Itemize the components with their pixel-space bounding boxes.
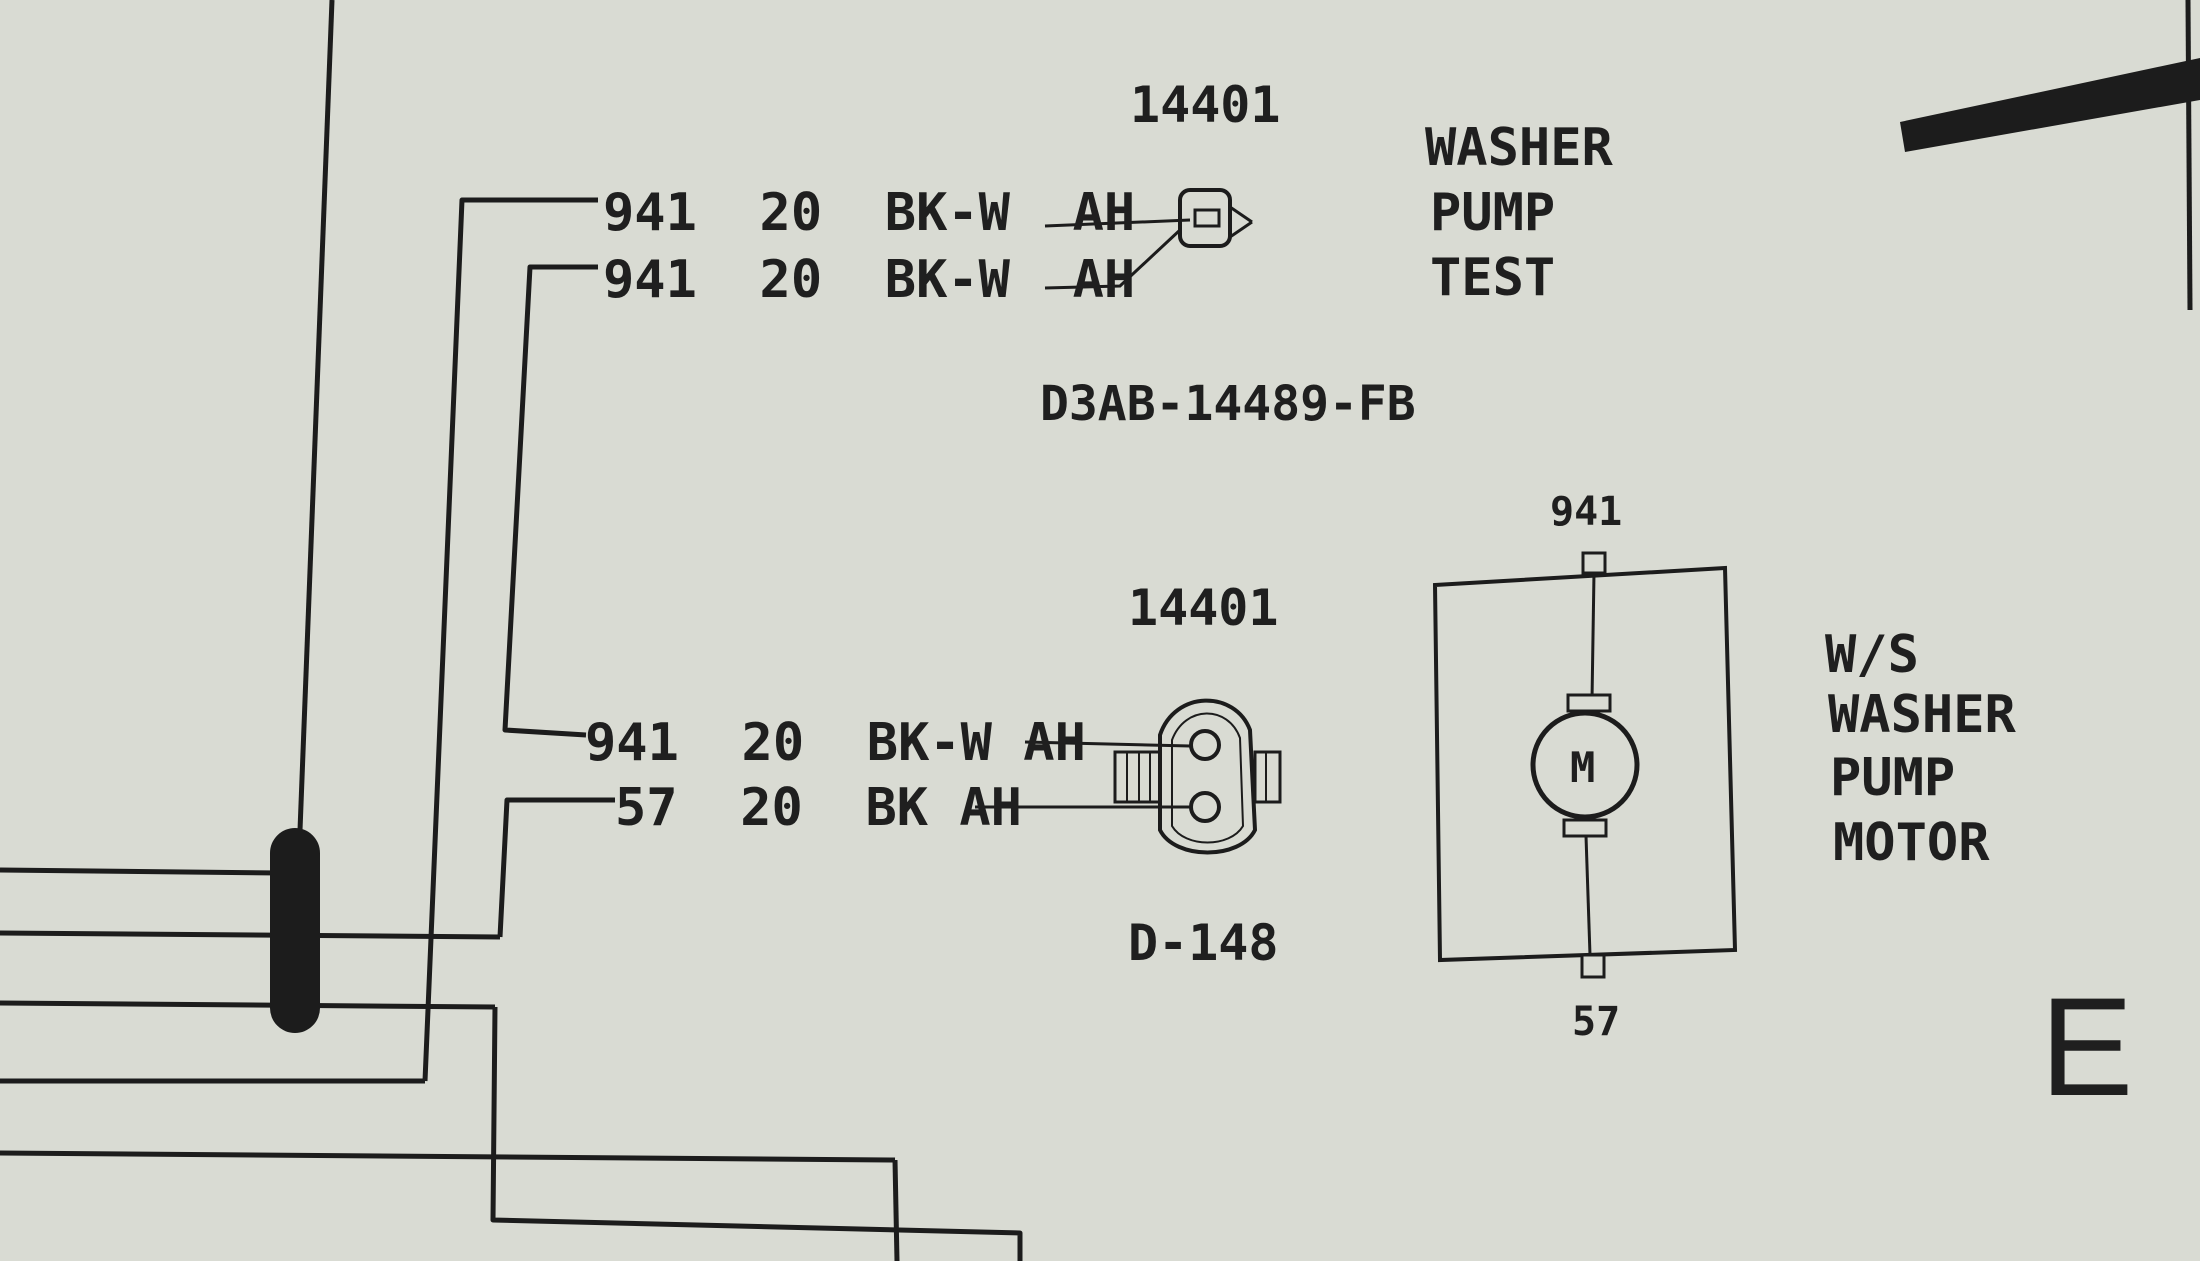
motor-title-line-1: W/S (1825, 625, 1919, 685)
wire-lower-route (490, 1006, 1023, 1261)
motor-symbol-label: M (1570, 743, 1595, 792)
lower-wire-2-label: 57 20 BK AH (615, 778, 1022, 838)
harness-wire-5 (0, 1150, 896, 1163)
upper-wire-1-label: 941 20 BK-W AH (603, 183, 1135, 243)
wire-57 (497, 797, 615, 938)
border-line-right (2185, 0, 2193, 311)
upper-title-line-3: TEST (1430, 248, 1555, 308)
lower-connector-code: D-148 (1128, 914, 1279, 972)
wire-lower-route-2 (892, 1159, 900, 1261)
motor-title-line-2: WASHER (1828, 685, 2017, 745)
upper-lead-1 (1044, 218, 1191, 228)
upper-lead-2 (1044, 228, 1182, 290)
wire-left-vertical (292, 0, 335, 961)
upper-part-code: D3AB-14489-FB (1040, 376, 1416, 432)
motor-terminal-bottom: 57 (1572, 999, 1620, 1045)
wire-941-upper-1 (422, 197, 598, 1082)
border-mark (1900, 58, 2200, 152)
upper-wire-2-label: 941 20 BK-W AH (603, 250, 1135, 310)
wire-splice (270, 828, 320, 1033)
lower-lead-1 (1024, 740, 1191, 748)
upper-title-line-1: WASHER (1425, 118, 1614, 178)
motor-title-line-3: PUMP (1830, 748, 1955, 808)
lower-part-number: 14401 (1128, 579, 1279, 637)
motor-symbol-circle (1530, 710, 1640, 820)
upper-part-number: 14401 (1130, 76, 1281, 134)
upper-connector (1178, 188, 1253, 248)
lower-wire-1-label: 941 20 BK-W AH (585, 713, 1086, 773)
wire-941-upper-2 (502, 264, 598, 738)
upper-title-line-2: PUMP (1430, 183, 1555, 243)
harness-wire-1 (0, 867, 281, 876)
motor-terminal-top: 941 (1550, 489, 1622, 535)
zone-letter: E (2040, 968, 2133, 1125)
harness-wire-2 (0, 930, 501, 940)
motor-title-line-4: MOTOR (1833, 813, 1990, 873)
motor-box (1432, 551, 1738, 979)
lower-connector (1113, 698, 1282, 855)
harness-wire-3 (0, 1000, 496, 1010)
